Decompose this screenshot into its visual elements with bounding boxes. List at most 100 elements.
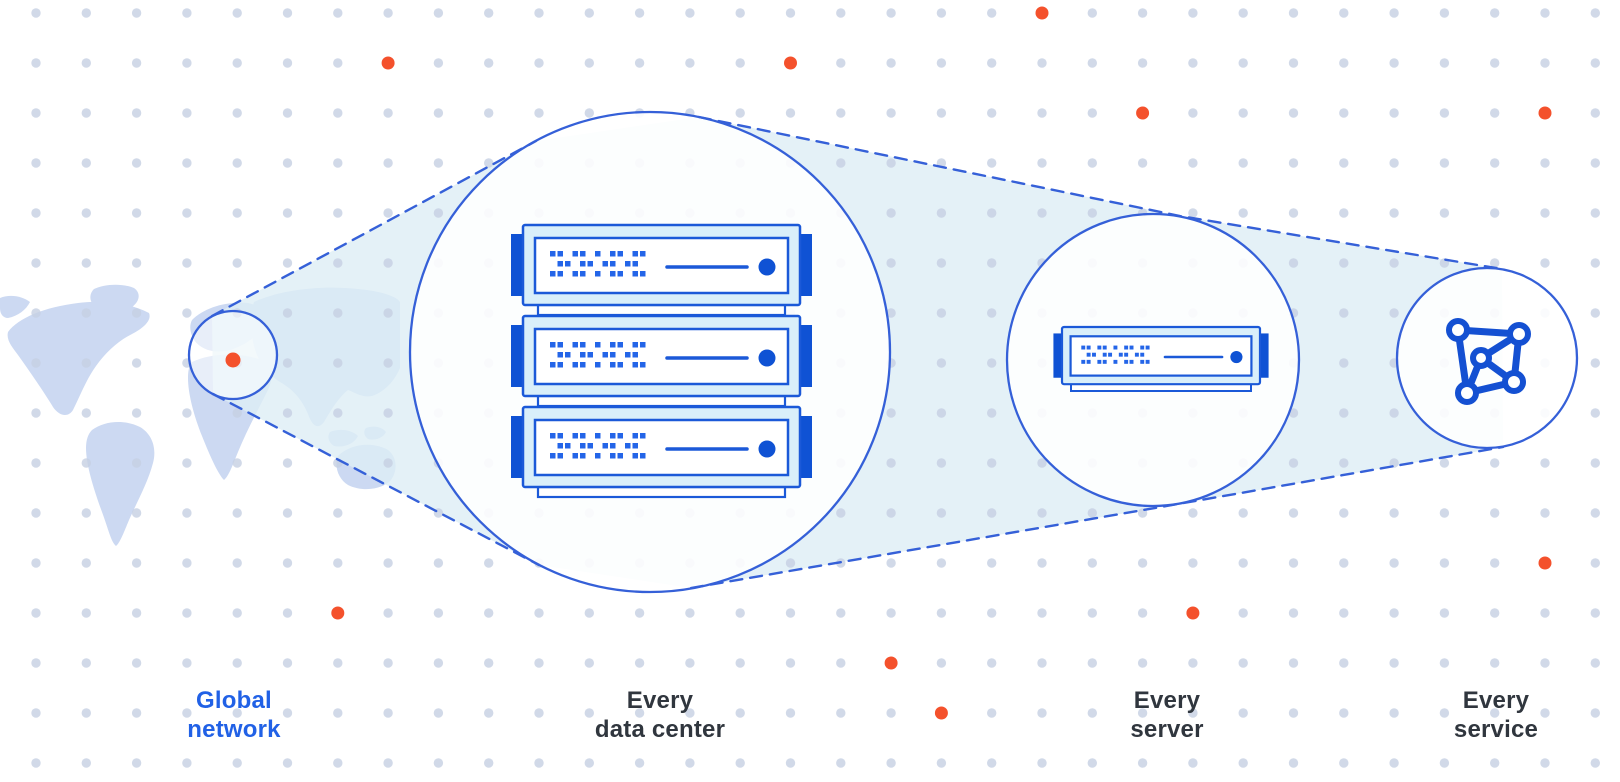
grid-dot: [383, 508, 393, 518]
grid-dot: [131, 608, 142, 618]
vent-dot: [557, 271, 563, 277]
single-server: [1053, 325, 1269, 392]
vent-dot: [1118, 352, 1123, 357]
network-node: [1455, 381, 1479, 405]
grid-dot: [1590, 558, 1601, 568]
grid-dot: [1490, 258, 1500, 268]
vent-dot: [565, 443, 571, 449]
grid-dot: [836, 658, 846, 668]
grid-dot: [1288, 158, 1299, 168]
vent-dot: [557, 261, 563, 267]
zoom-dash-lower: [211, 392, 1505, 590]
vent-dot: [580, 342, 586, 348]
vent-dot: [610, 433, 616, 439]
grid-dot: [1439, 8, 1450, 18]
grid-dot: [987, 208, 997, 218]
grid-dot: [81, 608, 92, 618]
power-led: [1230, 350, 1243, 364]
grid-dot: [1590, 758, 1601, 768]
grid-dot: [1137, 708, 1148, 718]
vent-dot: [572, 251, 578, 257]
grid-dot: [1490, 208, 1500, 218]
grid-dot: [1188, 58, 1198, 68]
grid-dot: [634, 758, 645, 768]
grid-dot: [936, 558, 947, 568]
grid-dot: [1590, 8, 1601, 18]
vent-dot: [640, 271, 646, 277]
server-ear-left: [511, 234, 523, 296]
grid-dot: [131, 208, 142, 218]
grid-dot: [936, 458, 947, 468]
accent-dot: [1538, 106, 1552, 120]
grid-dot: [81, 58, 92, 68]
grid-dot: [433, 8, 444, 18]
accent-dot: [331, 606, 345, 620]
vent-dot: [1140, 345, 1145, 350]
grid-dot: [1339, 708, 1349, 718]
grid-dot: [1339, 458, 1349, 468]
grid-dot: [131, 308, 142, 318]
grid-dot: [1389, 258, 1399, 268]
grid-dot: [1540, 208, 1550, 218]
grid-dot: [1389, 108, 1399, 118]
vent-dot: [1145, 345, 1150, 350]
grid-dot: [131, 158, 142, 168]
grid-dot: [735, 108, 745, 118]
grid-dot: [1288, 558, 1299, 568]
label-line: server: [1130, 716, 1204, 743]
grid-dot: [383, 658, 393, 668]
label-line: data center: [594, 716, 726, 743]
grid-dot: [1238, 58, 1248, 68]
grid-dot: [282, 208, 293, 218]
grid-dot: [333, 758, 343, 768]
grid-dot: [333, 208, 343, 218]
grid-dot: [484, 58, 494, 68]
server-ear-right: [800, 325, 812, 387]
grid-dot: [1590, 358, 1601, 368]
grid-dot: [131, 8, 142, 18]
grid-dot: [282, 758, 293, 768]
grid-dot: [936, 308, 947, 318]
grid-dot: [31, 308, 41, 318]
grid-dot: [282, 58, 293, 68]
vent-dot: [632, 271, 638, 277]
grid-dot: [131, 458, 142, 468]
grid-dot: [836, 758, 846, 768]
network-node: [1470, 347, 1492, 369]
grid-dot: [383, 758, 393, 768]
grid-dot: [987, 508, 997, 518]
grid-dot: [383, 458, 393, 468]
grid-dot: [433, 58, 444, 68]
grid-dot: [1288, 708, 1299, 718]
vent-dot: [1097, 345, 1102, 350]
grid-dot: [282, 558, 293, 568]
power-led: [758, 258, 776, 276]
vent-dot: [587, 352, 593, 358]
grid-dot: [383, 708, 393, 718]
grid-dot: [232, 8, 242, 18]
grid-dot: [1188, 708, 1198, 718]
grid-dot: [81, 308, 92, 318]
grid-dot: [433, 708, 444, 718]
label-line: Global: [196, 687, 272, 714]
grid-dot: [886, 8, 896, 18]
grid-dot: [1590, 258, 1601, 268]
grid-dot: [1490, 108, 1500, 118]
grid-dot: [131, 258, 142, 268]
grid-dot: [1087, 108, 1098, 118]
vent-dot: [565, 352, 571, 358]
grid-dot: [1490, 158, 1500, 168]
vent-dot: [572, 271, 578, 277]
continent-alaska: [0, 295, 30, 318]
grid-dot: [333, 108, 343, 118]
grid-dot: [182, 158, 192, 168]
label-line: service: [1453, 716, 1539, 743]
grid-dot: [1137, 658, 1148, 668]
grid-dot: [1037, 58, 1047, 68]
accent-dot: [1136, 106, 1150, 120]
vent-dot: [1140, 359, 1145, 364]
grid-dot: [1238, 558, 1248, 568]
rack-rail: [536, 303, 787, 317]
grid-dot: [31, 58, 41, 68]
